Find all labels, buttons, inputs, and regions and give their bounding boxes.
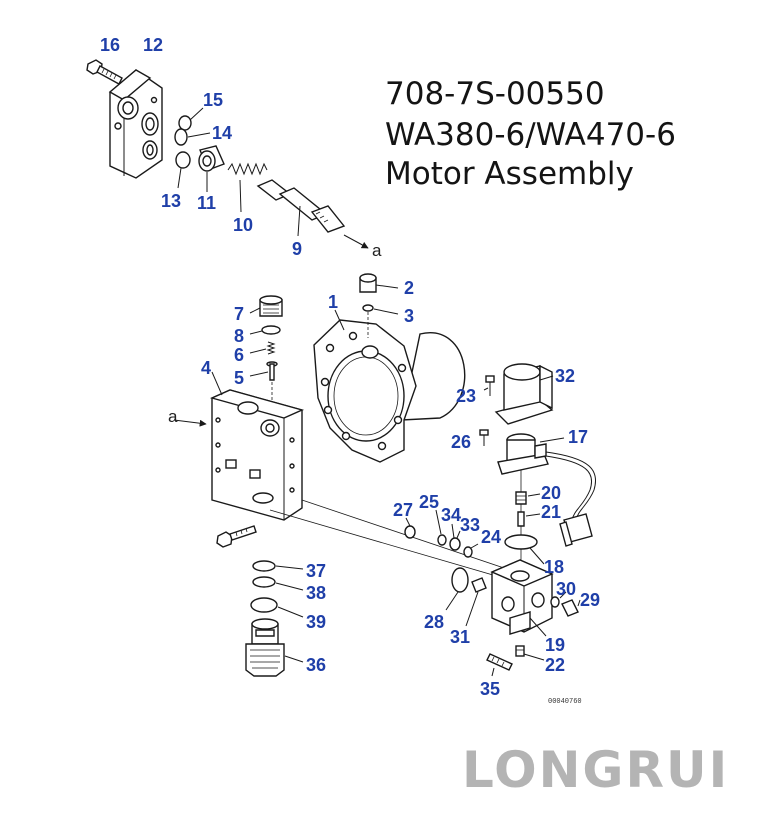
callout-21: 21 xyxy=(541,502,561,522)
callout-10: 10 xyxy=(233,215,253,235)
callout-22: 22 xyxy=(545,655,565,675)
screw-26-drawing xyxy=(479,429,489,446)
callout-31: 31 xyxy=(450,627,470,647)
valve-20-drawing xyxy=(515,491,527,527)
plug-33-drawing xyxy=(449,537,461,551)
spring-10-drawing xyxy=(227,162,268,213)
top-valve-group: a xyxy=(86,59,382,260)
callout-30: 30 xyxy=(556,579,576,599)
o-ring-18-drawing xyxy=(504,534,538,550)
o-ring-13-drawing xyxy=(175,151,191,169)
callout-17: 17 xyxy=(568,427,588,447)
sleeve-11-drawing xyxy=(198,145,225,192)
callout-13: 13 xyxy=(161,191,181,211)
ring-25-drawing xyxy=(437,534,447,546)
solenoid-group xyxy=(404,363,596,677)
valve-block-4-drawing xyxy=(209,389,305,521)
o-ring-37-drawing xyxy=(252,560,276,572)
block-bolt-drawing xyxy=(216,525,257,548)
title-block: 708-7S-00550 WA380-6/WA470-6 Motor Assem… xyxy=(385,76,676,192)
solenoid-17-drawing xyxy=(497,433,549,475)
o-ring-39-drawing xyxy=(250,597,278,613)
callout-33: 33 xyxy=(460,515,480,535)
valve-body-19-drawing xyxy=(490,559,554,635)
callout-20: 20 xyxy=(541,483,561,503)
callout-4: 4 xyxy=(201,358,211,378)
o-ring-14-drawing xyxy=(174,128,188,146)
spool-9-drawing xyxy=(256,179,369,249)
o-ring-30-drawing xyxy=(550,596,560,608)
callout-11: 11 xyxy=(197,193,216,213)
watermark-logo: LONGRUI xyxy=(462,741,729,799)
o-ring-38-drawing xyxy=(252,576,276,588)
callout-35: 35 xyxy=(480,679,500,699)
screw-23-drawing xyxy=(485,375,495,396)
connector-21-drawing xyxy=(559,513,593,547)
callout-6: 6 xyxy=(234,345,244,365)
o-ring-3-drawing xyxy=(362,304,374,312)
callout-23: 23 xyxy=(456,386,476,406)
callout-18: 18 xyxy=(544,557,564,577)
plug-7-drawing xyxy=(259,295,283,317)
callout-numbers: 1 2 3 4 5 6 7 8 9 10 11 12 13 14 15 16 1… xyxy=(100,35,600,699)
callout-29: 29 xyxy=(580,590,600,610)
callout-3: 3 xyxy=(404,306,414,326)
part-number: 708-7S-00550 xyxy=(385,76,605,112)
cartridge-36-drawing xyxy=(245,618,285,677)
callout-28: 28 xyxy=(424,612,444,632)
spring-6-drawing xyxy=(266,341,276,355)
callout-8: 8 xyxy=(234,326,244,346)
callout-14: 14 xyxy=(212,123,232,143)
callout-37: 37 xyxy=(306,561,326,581)
bolt-35-drawing xyxy=(486,653,513,671)
callout-26: 26 xyxy=(451,432,471,452)
callout-5: 5 xyxy=(234,368,244,388)
callout-1: 1 xyxy=(328,292,338,312)
callout-12: 12 xyxy=(143,35,163,55)
callout-39: 39 xyxy=(306,612,326,632)
plug-29-drawing xyxy=(561,599,579,617)
callout-9: 9 xyxy=(292,239,302,259)
callout-16: 16 xyxy=(100,35,120,55)
motor-housing-1-drawing xyxy=(313,319,466,463)
pin-5-drawing xyxy=(266,361,278,381)
cover-32-drawing xyxy=(494,363,554,425)
screw-22-drawing xyxy=(515,645,525,657)
callout-36: 36 xyxy=(306,655,326,675)
callout-27: 27 xyxy=(393,500,413,520)
o-ring-27-drawing xyxy=(404,525,416,539)
model-names: WA380-6/WA470-6 xyxy=(385,117,676,153)
o-ring-15-drawing xyxy=(178,115,192,131)
callout-34: 34 xyxy=(441,505,461,525)
callout-38: 38 xyxy=(306,583,326,603)
assembly-name: Motor Assembly xyxy=(385,156,634,192)
callout-32: 32 xyxy=(555,366,575,386)
plug-31-drawing xyxy=(471,577,487,593)
valve-body-12-drawing xyxy=(108,69,163,179)
callout-24: 24 xyxy=(481,527,501,547)
o-ring-8-drawing xyxy=(261,325,281,335)
bolt-16-drawing xyxy=(86,59,123,85)
motor-group: a xyxy=(168,273,511,677)
callout-25: 25 xyxy=(419,492,439,512)
callout-15: 15 xyxy=(203,90,223,110)
o-ring-28-drawing xyxy=(451,567,469,593)
callout-7: 7 xyxy=(234,304,244,324)
arrow-label-a-left: a xyxy=(168,407,178,426)
o-ring-24-drawing xyxy=(463,546,473,558)
plug-2-drawing xyxy=(359,273,399,293)
drawing-code: 00040760 xyxy=(548,698,582,706)
callout-19: 19 xyxy=(545,635,565,655)
arrow-label-a-top: a xyxy=(372,241,382,260)
callout-2: 2 xyxy=(404,278,414,298)
